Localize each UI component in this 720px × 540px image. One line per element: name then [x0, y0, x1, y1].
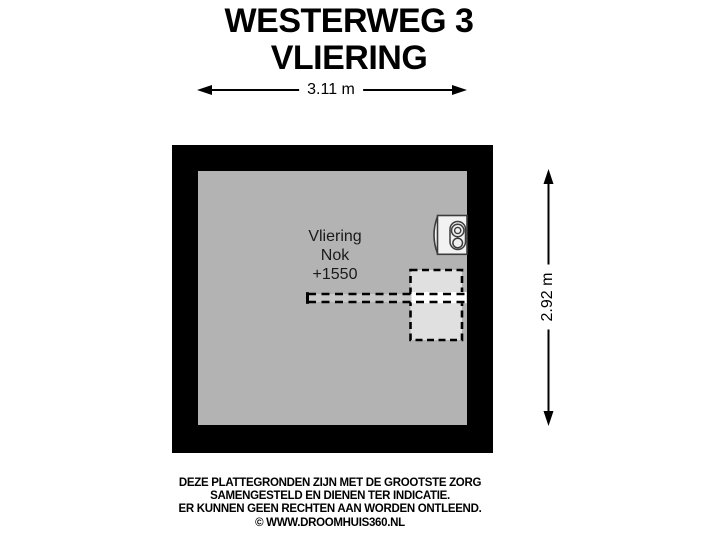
disclaimer-line1: DEZE PLATTEGRONDEN ZIJN MET DE GROOTSTE …: [178, 477, 482, 489]
loft-hatch-dashed-rect: [409, 268, 464, 342]
room-label-name: Vliering: [308, 228, 362, 245]
page-title: WESTERWEG 3 VLIERING: [0, 3, 698, 77]
page-title-line1: WESTERWEG 3: [224, 2, 474, 40]
disclaimer-footer: DEZE PLATTEGRONDEN ZIJN MET DE GROOTSTE …: [0, 477, 660, 530]
room-label-nok: Nok: [320, 247, 350, 264]
disclaimer-line2: SAMENGESTELD EN DIENEN TER INDICATIE.: [210, 490, 450, 503]
ridge-beam-dashed: [306, 292, 467, 304]
room-label-height: +1550: [312, 266, 358, 283]
height-dimension-label: 2.92 m: [538, 264, 558, 330]
disclaimer-line3: ER KUNNEN GEEN RECHTEN AAN WORDEN ONTLEE…: [178, 503, 482, 516]
width-dimension-label: 3.11 m: [299, 80, 363, 100]
room-label: Vliering Nok +1550: [308, 227, 361, 284]
boiler-icon: [433, 214, 468, 256]
page-title-line2: VLIERING: [270, 39, 428, 77]
disclaimer-copyright: © WWW.DROOMHUIS360.NL: [255, 516, 405, 529]
